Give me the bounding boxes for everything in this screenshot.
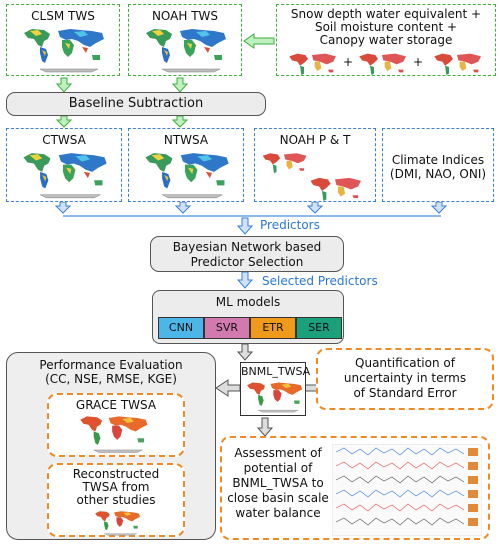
recon-line-3: other studies (76, 493, 156, 507)
ntwsa-map (145, 152, 229, 199)
plus-1: + (343, 55, 354, 69)
green-arrows (55, 33, 275, 128)
assess-line-1: Assessment of (234, 446, 322, 460)
water-balance-timeseries-thumbnail (332, 444, 482, 536)
noah-tws-label: NOAH TWS (151, 9, 219, 23)
snow-map (289, 53, 336, 75)
bayesian-selection: Bayesian Network based Predictor Selecti… (150, 236, 344, 272)
noah-inputs-line-2: Soil moisture content + (314, 20, 458, 34)
clsm-tws-map (23, 28, 105, 73)
assess-line-2: potential of (243, 461, 313, 475)
reconstructed-twsa-box: Reconstructed TWSA from other studies (47, 463, 185, 537)
model-svr: SVR (204, 317, 250, 339)
plus-2: + (413, 55, 424, 69)
noah-t-map (310, 177, 361, 201)
ntwsa-box: NTWSA (128, 128, 244, 202)
bayes-line-2: Predictor Selection (190, 255, 304, 269)
performance-title: Performance Evaluation (CC, NSE, RMSE, K… (7, 358, 215, 386)
assess-line-3: BNML_TWSA to (232, 476, 324, 490)
climate-indices-text: Climate Indices (DMI, NAO, ONI) (383, 153, 493, 181)
noah-pt-box: NOAH P & T (254, 128, 376, 202)
ctwsa-box: CTWSA (6, 128, 122, 202)
performance-title-line-2: (CC, NSE, RMSE, KGE) (45, 372, 177, 386)
uncert-line-3: of Standard Error (353, 386, 457, 400)
noah-inputs-box: Snow depth water equivalent + Soil moist… (276, 4, 496, 76)
ctwsa-label: CTWSA (42, 133, 86, 147)
clsm-tws-box: CLSM TWS (6, 4, 120, 76)
ctwsa-map (23, 152, 107, 199)
performance-title-line-1: Performance Evaluation (39, 358, 183, 372)
performance-evaluation-panel: Performance Evaluation (CC, NSE, RMSE, K… (6, 352, 216, 540)
noah-inputs-text: Snow depth water equivalent + Soil moist… (277, 8, 495, 47)
recon-map (95, 511, 141, 536)
model-etr: ETR (250, 317, 296, 339)
noah-tws-box: NOAH TWS (128, 4, 242, 76)
bnml-map (246, 382, 303, 413)
noah-tws-map (145, 28, 227, 73)
reconstructed-text: Reconstructed TWSA from other studies (49, 468, 183, 507)
canopy-map (434, 53, 481, 75)
assessment-text: Assessment of potential of BNML_TWSA to … (226, 446, 330, 521)
uncert-line-2: uncertainty in terms (343, 371, 467, 385)
noah-p-map (262, 153, 307, 174)
assess-line-5: water balance (235, 506, 321, 520)
bnml-twsa-box: BNML_TWSA (240, 362, 311, 416)
blue-arrows (54, 201, 448, 289)
grace-twsa-label: GRACE TWSA (75, 398, 157, 412)
model-cnn: CNN (158, 317, 204, 339)
noah-pt-label: NOAH P & T (279, 133, 351, 147)
recon-line-1: Reconstructed (72, 467, 160, 481)
bnml-twsa-label: BNML_TWSA (241, 365, 311, 378)
ml-models-title: ML models (215, 295, 281, 309)
noah-inputs-line-1: Snow depth water equivalent + (290, 7, 482, 21)
clsm-tws-label: CLSM TWS (31, 9, 95, 23)
climate-line-1: Climate Indices (391, 153, 485, 167)
uncertainty-box: Quantification of uncertainty in terms o… (316, 348, 494, 410)
ntwsa-label: NTWSA (163, 133, 209, 147)
model-ser: SER (296, 317, 342, 339)
noah-inputs-line-3: Canopy water storage (319, 33, 453, 47)
grace-twsa-box: GRACE TWSA (47, 393, 185, 457)
climate-line-2: (DMI, NAO, ONI) (389, 167, 487, 181)
bayes-line-1: Bayesian Network based (172, 240, 322, 254)
uncert-line-1: Quantification of (355, 356, 455, 370)
recon-line-2: TWSA from (82, 480, 150, 494)
grace-map (80, 416, 148, 453)
assessment-box: Assessment of potential of BNML_TWSA to … (220, 436, 490, 540)
selected-predictors-label: Selected Predictors (262, 274, 378, 288)
predictors-label: Predictors (260, 218, 320, 232)
uncertainty-text: Quantification of uncertainty in terms o… (318, 356, 492, 401)
climate-indices-box: Climate Indices (DMI, NAO, ONI) (382, 128, 494, 202)
assess-line-4: close basin scale (227, 491, 329, 505)
baseline-subtraction: Baseline Subtraction (6, 92, 266, 116)
soil-map (359, 53, 406, 75)
ml-models-box: ML models CNN SVR ETR SER (152, 290, 344, 344)
